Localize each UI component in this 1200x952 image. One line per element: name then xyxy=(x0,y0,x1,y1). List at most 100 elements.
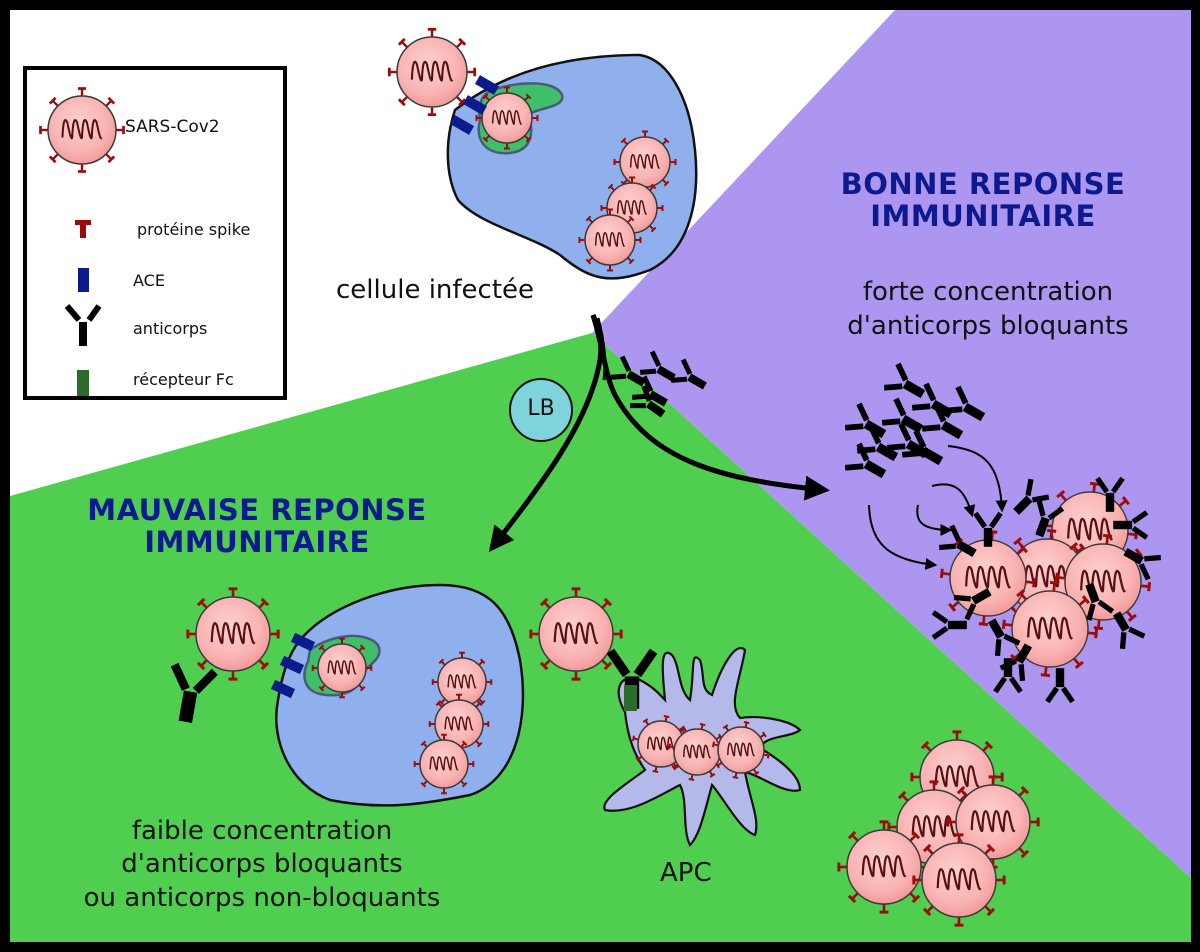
rna-icon xyxy=(1080,569,1126,593)
ace-receptor-icon xyxy=(279,655,305,675)
rna-icon xyxy=(429,756,459,771)
antibody-icon xyxy=(629,385,666,418)
legend-icons xyxy=(39,87,125,396)
bad-response-description: faible concentration d'anticorps bloquan… xyxy=(62,815,462,915)
ace-receptor-icon xyxy=(290,632,316,652)
antibody-icon xyxy=(1123,547,1162,581)
rna-icon xyxy=(327,660,357,675)
legend-label-spike: protéine spike xyxy=(137,220,251,239)
rna-icon xyxy=(647,736,675,751)
bad-desc-line2: d'anticorps bloquants xyxy=(121,849,403,880)
ace-receptor-icon xyxy=(449,115,475,135)
ace-receptor-icon xyxy=(474,75,500,95)
rna-icon xyxy=(911,815,957,838)
rna-icon xyxy=(594,231,626,247)
good-response-description: forte concentration d'anticorps bloquant… xyxy=(818,276,1158,344)
rna-icon xyxy=(934,765,980,788)
virus-icon xyxy=(39,87,125,173)
antibody-icon xyxy=(931,610,967,640)
rna-icon xyxy=(210,622,256,645)
rna-icon xyxy=(1027,616,1073,640)
spike-protein-icon xyxy=(75,220,91,238)
antibody-icon xyxy=(911,382,954,419)
virus-icon xyxy=(711,720,771,780)
bad-response-title-line1: MAUVAISE REPONSE xyxy=(87,493,427,527)
antibody-icon xyxy=(670,358,707,390)
antibody-icon xyxy=(881,397,924,434)
virus-icon xyxy=(311,637,373,699)
fc-receptor-icon xyxy=(77,370,89,396)
antibody-icon xyxy=(1013,478,1050,515)
antibody-icon xyxy=(170,662,218,723)
antibody-icon xyxy=(1035,499,1065,538)
antibody-icon xyxy=(1095,476,1125,512)
apc-label: APC xyxy=(660,858,712,888)
antibody-icon xyxy=(987,618,1021,657)
legend-box: SARS-Cov2 protéine spike ACE anticorps r… xyxy=(23,66,287,400)
virus-icon xyxy=(475,86,539,150)
rna-icon xyxy=(629,153,661,169)
lb-label: LB xyxy=(527,396,555,421)
good-desc-line1: forte concentration xyxy=(862,277,1114,307)
antibody-icon xyxy=(1112,611,1146,650)
bad-desc-line3: ou anticorps non-bloquants xyxy=(83,882,441,913)
good-response-title-line1: BONNE REPONSE xyxy=(840,167,1126,201)
virus-layer xyxy=(186,27,1152,927)
rna-icon xyxy=(1024,564,1070,588)
rna-icon xyxy=(61,119,103,140)
good-response-title: BONNE REPONSE IMMUNITAIRE xyxy=(818,168,1148,233)
antibody-icon xyxy=(993,658,1023,694)
b-lymphocyte xyxy=(509,378,573,442)
virus-icon xyxy=(529,587,623,681)
virus-icon xyxy=(912,833,1006,927)
ace-layer xyxy=(270,75,500,699)
virus-icon xyxy=(578,208,642,272)
virus-icon xyxy=(186,587,280,681)
antibody-icon xyxy=(1113,510,1149,540)
ace-receptor-icon xyxy=(78,268,89,292)
antibody-layer xyxy=(170,350,1162,723)
antibody-icon xyxy=(1085,582,1115,621)
binding-arrows xyxy=(916,445,1008,536)
bad-response-title-line2: IMMUNITAIRE xyxy=(144,525,370,560)
rna-icon xyxy=(965,565,1011,589)
rna-icon xyxy=(447,674,477,689)
virus-icon xyxy=(837,820,931,914)
virus-icon xyxy=(613,130,677,194)
antibody-icon xyxy=(1045,668,1075,704)
legend-label-virus: SARS-Cov2 xyxy=(125,117,220,137)
rna-icon xyxy=(683,744,711,759)
legend-label-fc-receptor: récepteur Fc xyxy=(133,370,234,389)
rna-icon xyxy=(553,622,599,645)
legend-label-ace: ACE xyxy=(133,271,165,290)
antibody-icon xyxy=(921,403,964,440)
virus-icon xyxy=(946,775,1040,869)
virus-icon xyxy=(387,27,477,117)
rna-icon xyxy=(1067,517,1113,541)
virus-icon xyxy=(431,651,493,713)
rna-icon xyxy=(410,60,454,82)
antibody-icon xyxy=(943,385,986,422)
pathway-arrows xyxy=(488,313,938,570)
rna-icon xyxy=(861,855,907,878)
rna-icon xyxy=(616,199,648,215)
antibody-icon xyxy=(64,304,102,346)
bad-response-title: MAUVAISE REPONSE IMMUNITAIRE xyxy=(48,494,466,559)
rna-icon xyxy=(970,810,1016,833)
virus-icon xyxy=(413,733,475,795)
good-response-title-line2: IMMUNITAIRE xyxy=(870,199,1096,234)
antibody-icon xyxy=(883,362,926,399)
infected-cell-label: cellule infectée xyxy=(336,275,535,305)
virus-icon xyxy=(39,87,125,173)
legend-label-antibody: anticorps xyxy=(133,319,208,338)
ace-receptor-icon xyxy=(462,95,488,115)
antibody-icon xyxy=(953,587,992,621)
rna-icon xyxy=(444,716,474,731)
ace-receptor-icon xyxy=(270,679,296,699)
antibody-icon xyxy=(938,524,977,558)
antibody-icon xyxy=(844,442,887,479)
good-desc-line2: d'anticorps bloquants xyxy=(847,310,1129,341)
bad-desc-line1: faible concentration xyxy=(131,816,393,846)
antibody-icon xyxy=(609,355,646,387)
